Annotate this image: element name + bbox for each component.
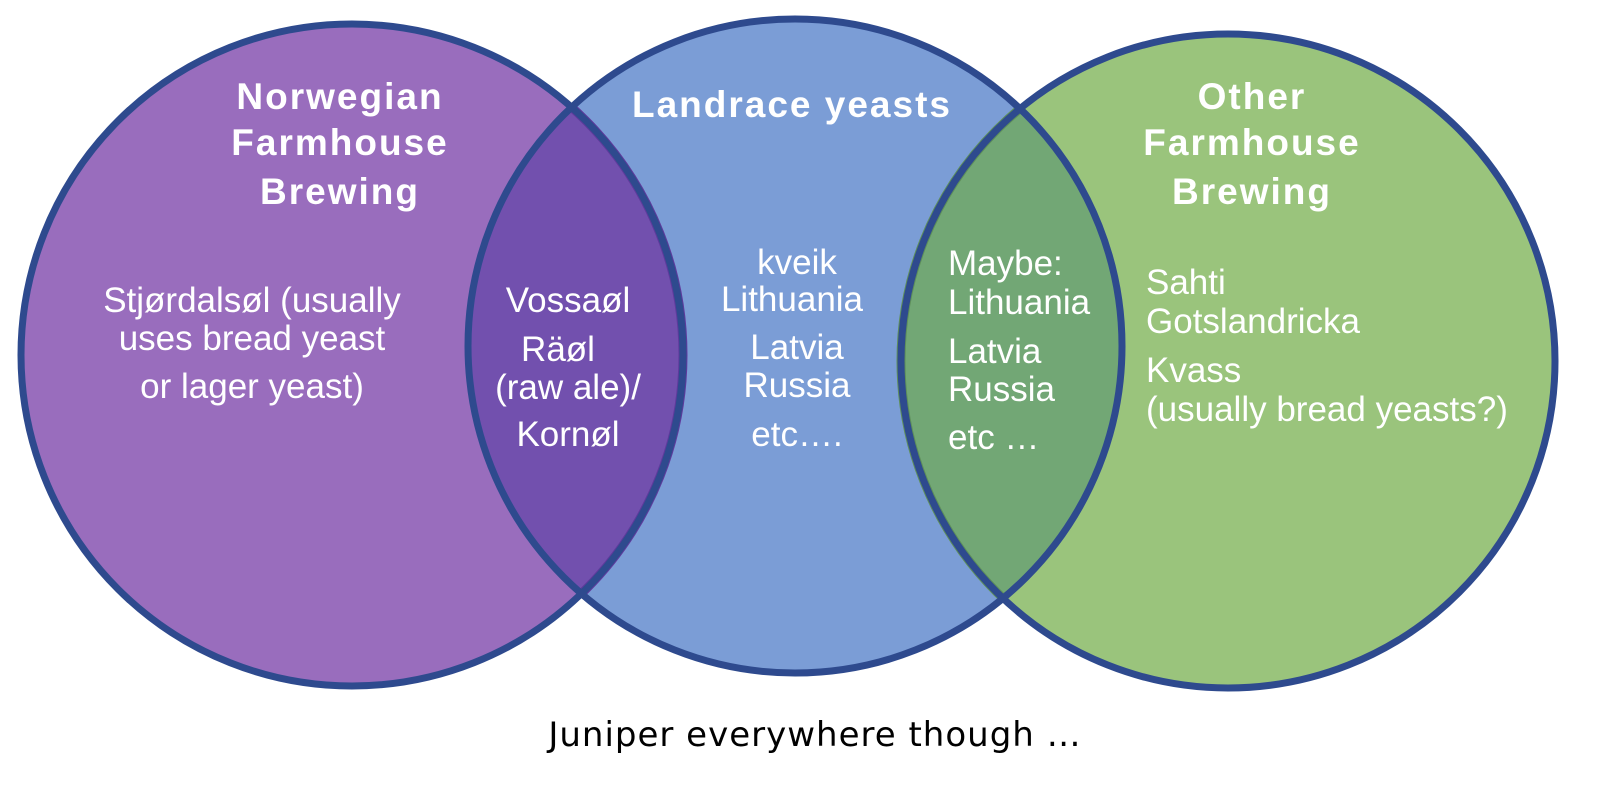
- overlap-left-item: Vossaøl: [506, 281, 631, 320]
- norwegian-item: Stjørdalsøl (usually: [103, 281, 401, 320]
- landrace-item: etc….: [751, 415, 842, 454]
- overlap-left-item: Räøl: [521, 330, 595, 369]
- outline-norwegian: [17, 20, 687, 690]
- overlap-left-item: (raw ale)/: [495, 368, 641, 407]
- overlap-right-item: Russia: [948, 370, 1056, 409]
- norwegian-title-line: Farmhouse: [231, 122, 448, 163]
- landrace-item: Russia: [744, 366, 852, 405]
- overlap-landrace-other: [901, 34, 1122, 673]
- overlap-right-item: Latvia: [948, 332, 1042, 371]
- landrace-item: kveik: [757, 243, 837, 282]
- landrace-title: Landrace yeasts: [632, 84, 952, 125]
- overlap-right-item: etc …: [948, 418, 1039, 457]
- norwegian-item: or lager yeast): [140, 367, 364, 406]
- other-title-line: Other: [1198, 76, 1307, 117]
- other-item: Kvass: [1146, 351, 1241, 390]
- other-item: Gotslandricka: [1146, 302, 1361, 341]
- norwegian-title-line: Brewing: [260, 171, 420, 212]
- outline-landrace: [464, 15, 1126, 677]
- landrace-item: Lithuania: [721, 280, 864, 319]
- landrace-item: Latvia: [750, 328, 844, 367]
- other-title-line: Farmhouse: [1143, 122, 1360, 163]
- other-item: (usually bread yeasts?): [1146, 390, 1508, 429]
- caption: Juniper everywhere though …: [546, 715, 1081, 755]
- other-title-line: Brewing: [1172, 171, 1332, 212]
- other-item: Sahti: [1146, 263, 1226, 302]
- norwegian-item: uses bread yeast: [119, 319, 386, 358]
- overlap-right-item: Lithuania: [948, 283, 1091, 322]
- overlap-left-item: Kornøl: [516, 415, 619, 454]
- overlap-right-item: Maybe:: [948, 244, 1063, 283]
- outline-other: [897, 30, 1559, 692]
- norwegian-title-line: Norwegian: [236, 76, 443, 117]
